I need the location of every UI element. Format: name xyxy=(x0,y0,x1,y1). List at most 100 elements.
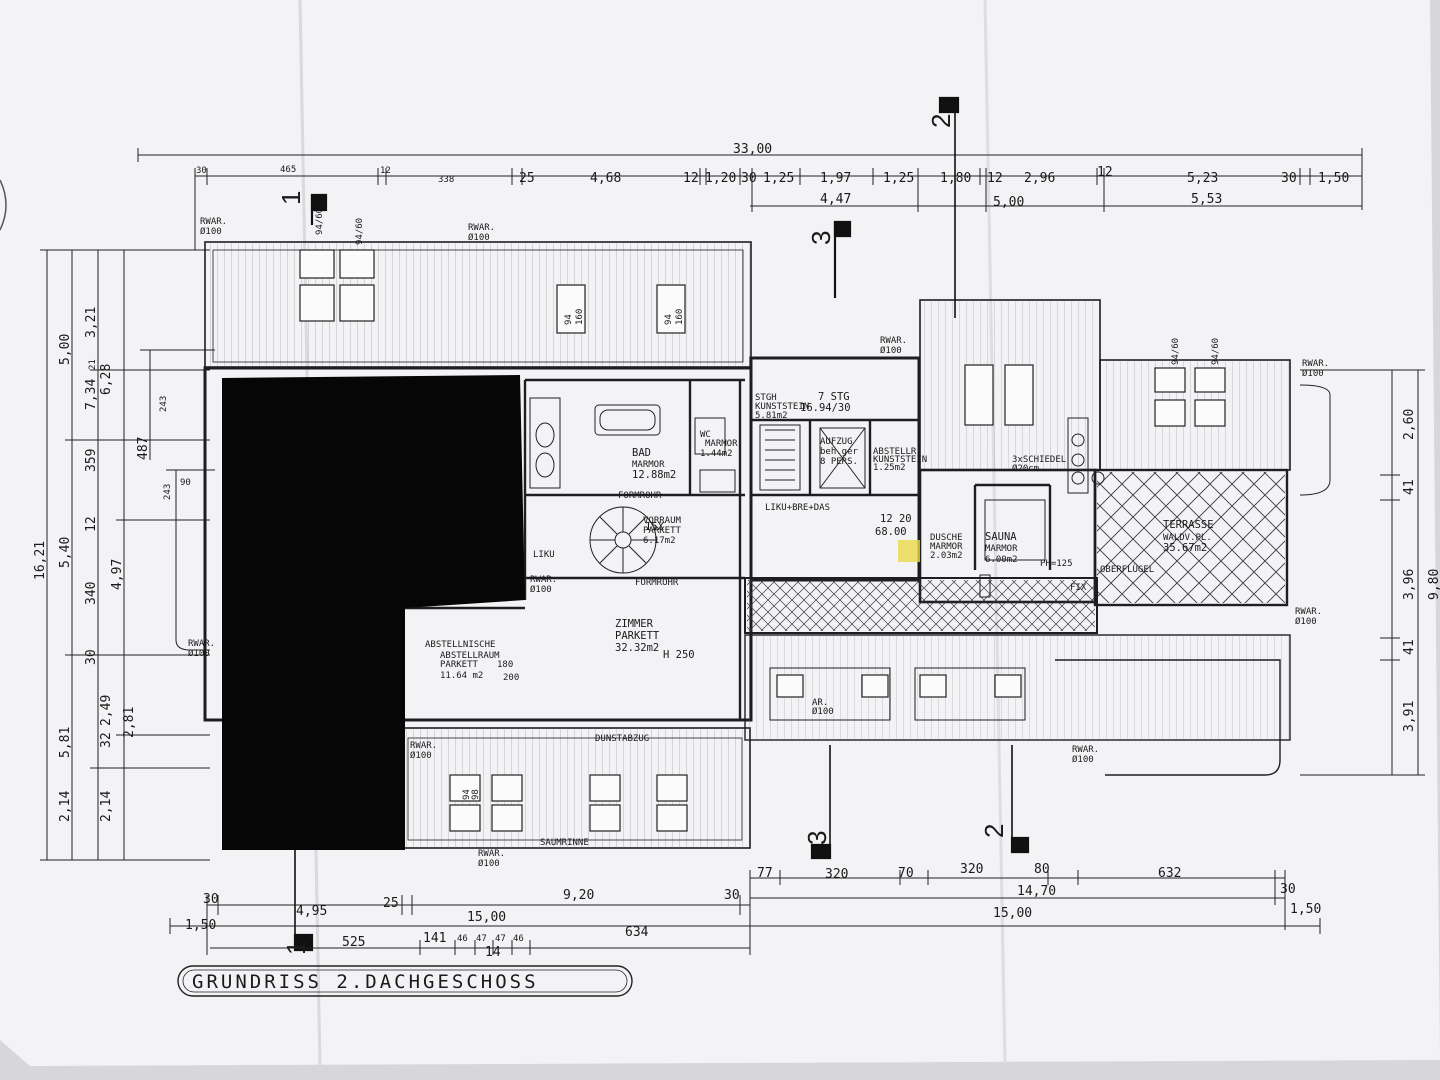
dim-text: 12 xyxy=(987,171,1003,186)
room-bad-area: 12.88m2 xyxy=(632,469,676,481)
note-window-3: 94/60 xyxy=(1171,338,1181,365)
note-fix: FIX xyxy=(1070,583,1087,593)
room-nische-w: 180 xyxy=(497,660,513,670)
room-wc-area: 1.44m2 xyxy=(700,449,733,459)
room-zimmer-floor: PARKETT xyxy=(615,630,660,642)
note-liku: LIKU xyxy=(533,550,555,560)
note-window-5: 94 xyxy=(564,314,574,325)
right-dimension-texts: 2,60 41 3,96 41 3,91 9,80 xyxy=(1402,409,1440,732)
room-vorraum-floor: PARKETT xyxy=(643,526,682,536)
room-dusche-area: 2.03m2 xyxy=(930,551,963,561)
dim-text: 525 xyxy=(342,935,365,950)
dim-text: 1,97 xyxy=(820,171,851,186)
dim-text: 4,97 xyxy=(110,559,125,590)
dim-text: 30 xyxy=(1280,882,1296,897)
dim-text: 1,50 xyxy=(185,918,216,933)
dim-text: 4,47 xyxy=(820,192,851,207)
room-bad-name: BAD xyxy=(632,447,651,459)
room-nische-name: ABSTELLNISCHE xyxy=(425,640,495,650)
top-dimension-lines xyxy=(137,148,1363,250)
note-rwar-5: RWAR. xyxy=(1295,607,1322,617)
dim-text: 70 xyxy=(898,866,914,881)
note-rwar-4-d: Ø100 xyxy=(1302,368,1324,379)
dim-text: 14 xyxy=(485,945,501,960)
section-label-2-bottom: 2 xyxy=(979,824,1009,838)
dim-text: 4,68 xyxy=(590,171,621,186)
skylights xyxy=(299,249,1226,832)
room-sauna-floor: MARMOR xyxy=(985,544,1018,554)
room-storage-floor: KUNSTSTEIN xyxy=(873,455,927,465)
room-zimmer-area: 32.32m2 xyxy=(615,642,659,654)
dim-text: 12 xyxy=(380,166,391,176)
dim-text: 80 xyxy=(1034,862,1050,877)
dim-text: 6,28 xyxy=(99,364,114,395)
dim-text: 30 xyxy=(724,888,740,903)
note-schiedel: 3xSCHIEDEL xyxy=(1012,455,1066,465)
redacted-area xyxy=(222,375,525,850)
room-vorraum-area: 6.17m2 xyxy=(643,536,676,546)
note-formrohr-2: FORMROHR xyxy=(635,578,679,588)
dim-text: 487 xyxy=(136,437,151,460)
note-1220: 12 20 xyxy=(880,513,912,525)
dim-text: 338 xyxy=(438,175,454,185)
section-markers xyxy=(293,96,1030,952)
note-rwar-6: RWAR. xyxy=(1072,745,1099,755)
room-sauna-area: 6.00m2 xyxy=(985,555,1018,565)
section-label-1-top: 1 xyxy=(276,191,306,205)
note-oberflugel: OBERFLÜGEL xyxy=(1100,564,1154,575)
dim-text: 47 xyxy=(476,934,487,944)
room-stgh-name: STGH xyxy=(755,393,777,403)
left-dimension-lines xyxy=(40,249,215,861)
dim-text: 47 xyxy=(495,934,506,944)
note-schiedel-d: Ø20cm xyxy=(1012,463,1039,474)
note-rwar-3-d: Ø100 xyxy=(880,345,902,356)
dim-text: 141 xyxy=(423,931,446,946)
dim-text: 30 xyxy=(741,171,757,186)
dim-text: 15,00 xyxy=(467,910,506,925)
room-stairs-floor: 16.94/30 xyxy=(800,402,851,414)
section-label-3-bottom: 3 xyxy=(802,831,832,845)
dim-text: 9,20 xyxy=(563,888,594,903)
dim-text: 5,53 xyxy=(1191,192,1222,207)
note-ar-d: Ø100 xyxy=(812,706,834,717)
fixtures xyxy=(529,397,1105,598)
dim-text: 41 xyxy=(1402,479,1417,495)
section-labels: 1 1 2 2 3 3 xyxy=(276,114,1009,955)
dim-text: 3,21 xyxy=(84,307,99,338)
dim-text: 3,91 xyxy=(1402,701,1417,732)
note-rwar-9-d: Ø100 xyxy=(530,584,552,595)
dim-text: 2,81 xyxy=(122,707,137,738)
dim-text: 30 xyxy=(1281,171,1297,186)
room-storage-area: 1.25m2 xyxy=(873,463,906,473)
note-window-1: 94/60 xyxy=(315,208,325,235)
room-dusche-name: DUSCHE xyxy=(930,533,963,543)
room-terrasse-area: 35.67m2 xyxy=(1163,542,1207,554)
dim-text: 30 xyxy=(84,649,99,665)
top-dimension-texts: 33,00 30 465 12 338 25 4,68 12 1,20 30 1… xyxy=(196,142,1349,210)
plan-title-block: GRUNDRISS 2.DACHGESCHOSS xyxy=(177,965,633,997)
dim-text: 2,14 xyxy=(58,791,73,822)
note-ceiling-height: H 250 xyxy=(663,649,695,661)
room-terrasse-name: TERRASSE xyxy=(1163,519,1214,531)
note-window-8: 160 xyxy=(675,309,685,325)
note-dunstabzug: DUNSTABZUG xyxy=(595,734,649,744)
room-stgh-area: 5.81m2 xyxy=(755,411,788,421)
right-dimension-lines xyxy=(1299,369,1425,776)
room-nische-floor: ABSTELLRAUM xyxy=(440,651,500,661)
dim-text: 2,60 xyxy=(1402,409,1417,440)
room-bad-floor: MARMOR xyxy=(632,460,665,470)
dim-text: 32 xyxy=(99,732,114,748)
dim-text: 46 xyxy=(513,934,524,944)
note-rwar-1-d: Ø100 xyxy=(200,226,222,237)
dim-text: 465 xyxy=(280,165,296,175)
dim-text: 243 xyxy=(159,396,169,412)
dim-text: 2,96 xyxy=(1024,171,1055,186)
dim-text: 5,00 xyxy=(58,334,73,365)
room-stgh-floor: KUNSTSTEIN xyxy=(755,402,809,412)
room-storage-name: ABSTELLR. xyxy=(873,447,922,457)
note-window-6: 160 xyxy=(575,309,585,325)
room-vorraum-name: VORRAUM xyxy=(643,516,682,526)
dim-text: 2,49 xyxy=(99,695,114,726)
dim-text: 2,14 xyxy=(99,791,114,822)
